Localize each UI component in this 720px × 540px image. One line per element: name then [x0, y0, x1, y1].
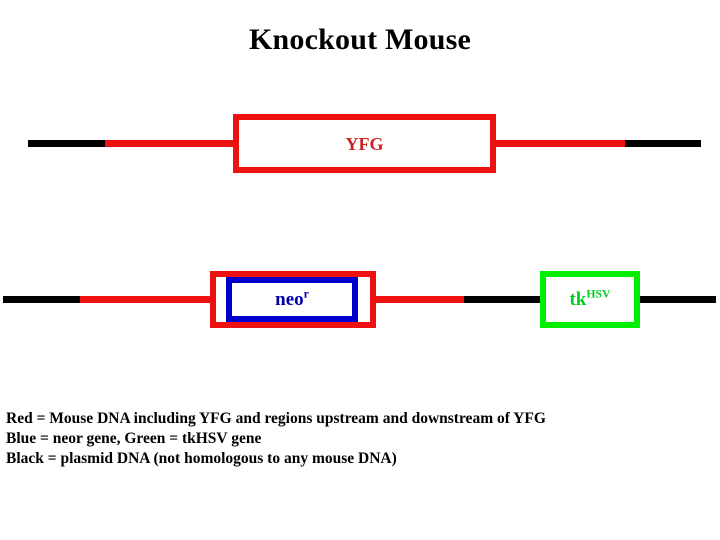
legend-line-blue-green: Blue = neor gene, Green = tkHSV gene: [6, 430, 262, 447]
row2-tk-hsv-label: tkHSV: [569, 287, 611, 310]
row2-neo-label: neor: [275, 287, 309, 310]
row2-mouse-dna-segment-downstream: [374, 296, 466, 303]
legend: Red = Mouse DNA including YFG and region…: [6, 409, 706, 469]
row2-neo-gene-box: neor: [226, 277, 358, 322]
row2-neo-label-base: neo: [275, 289, 304, 310]
page-title: Knockout Mouse: [249, 23, 471, 56]
row2-plasmid-dna-segment-right: [638, 296, 716, 303]
row1-mouse-dna-segment-upstream: [105, 140, 235, 147]
row2-tk-label-base: tk: [569, 289, 587, 310]
legend-line-red: Red = Mouse DNA including YFG and region…: [6, 410, 546, 427]
row1-plasmid-dna-segment-right: [625, 140, 701, 147]
row2-plasmid-dna-segment-middle: [464, 296, 542, 303]
legend-line-black: Black = plasmid DNA (not homologous to a…: [6, 450, 397, 467]
row2-neo-label-superscript: r: [303, 287, 309, 301]
row2-tk-hsv-gene-box: tkHSV: [540, 271, 640, 328]
row2-tk-label-superscript: HSV: [586, 287, 611, 301]
row1-yfg-label: YFG: [345, 133, 384, 154]
row1-plasmid-dna-segment-left: [28, 140, 106, 147]
row2-mouse-dna-segment-upstream: [80, 296, 212, 303]
row1-mouse-dna-segment-downstream: [493, 140, 627, 147]
row2-plasmid-dna-segment-left: [3, 296, 81, 303]
row1-yfg-gene-box: YFG: [233, 114, 496, 173]
